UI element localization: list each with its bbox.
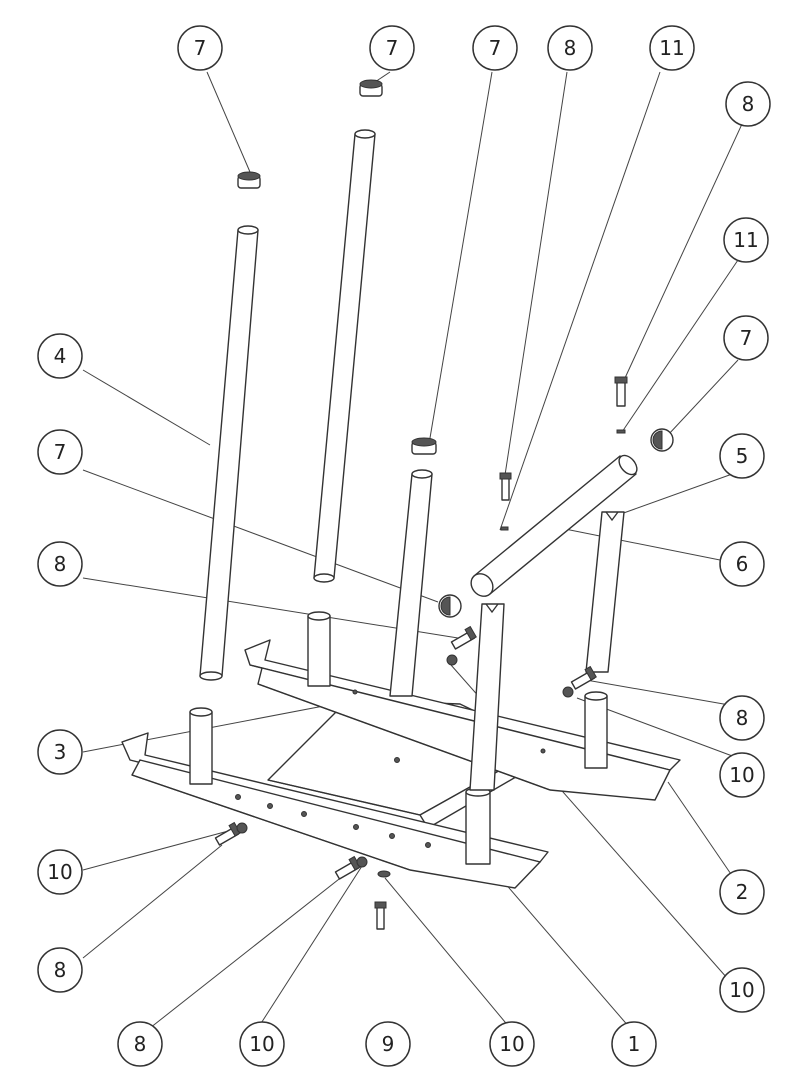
- callout-number: 2: [736, 880, 749, 904]
- parts: [121, 79, 681, 930]
- washer-left: [446, 654, 458, 666]
- callout-bubble: 8: [725, 81, 771, 127]
- bolt-left-horizontal: [450, 625, 477, 650]
- callout-bubble: 10: [37, 849, 83, 895]
- bolt-front-middle: [334, 855, 361, 880]
- callout-number: 1: [628, 1032, 641, 1056]
- callout-bubble: 7: [369, 25, 415, 71]
- callout-bubble: 1: [611, 1021, 657, 1067]
- rear-stub-left: [307, 611, 331, 687]
- callout-number: 11: [659, 36, 684, 60]
- upright-tube-rear: [313, 129, 376, 583]
- callouts: 7 7 7 8 11 8 11 7 4 5 7 6 8 8 3 10 10 2 …: [37, 25, 771, 1067]
- callout-bubble: 8: [547, 25, 593, 71]
- callout-bubble: 9: [365, 1021, 411, 1067]
- cap-top-rear: [359, 79, 383, 97]
- callout-bubble: 10: [719, 967, 765, 1013]
- nut-bottom: [377, 870, 391, 878]
- nut-middle: [500, 526, 509, 531]
- callout-number: 8: [742, 92, 755, 116]
- upright-tube-right: [585, 511, 625, 673]
- callout-bubble: 7: [37, 429, 83, 475]
- callout-number: 3: [54, 740, 67, 764]
- cap-ball-left: [438, 594, 462, 618]
- callout-number: 10: [47, 860, 72, 884]
- cross-tube: [470, 454, 638, 597]
- washer-right: [562, 686, 574, 698]
- nut-top-right: [616, 429, 626, 434]
- bolt-middle: [499, 472, 512, 501]
- upright-tube-front: [469, 603, 505, 791]
- callout-bubble: 3: [37, 729, 83, 775]
- callout-number: 5: [736, 444, 749, 468]
- callout-bubble: 7: [723, 315, 769, 361]
- callout-number: 9: [382, 1032, 395, 1056]
- rear-stub-right: [584, 691, 608, 769]
- callout-number: 7: [386, 36, 399, 60]
- callout-bubble: 10: [719, 752, 765, 798]
- bolt-front-left: [214, 821, 241, 846]
- plate-hole: [394, 757, 400, 763]
- callout-bubble: 7: [177, 25, 223, 71]
- front-stub-left: [189, 707, 213, 785]
- callout-number: 7: [740, 326, 753, 350]
- upright-tube-middle: [389, 469, 433, 697]
- bolt-top-right: [614, 376, 628, 407]
- bolt-bottom-vertical: [374, 901, 387, 930]
- callout-number: 7: [194, 36, 207, 60]
- callout-number: 8: [736, 706, 749, 730]
- callout-bubble: 8: [719, 695, 765, 741]
- callout-bubble: 6: [719, 541, 765, 587]
- callout-number: 8: [54, 552, 67, 576]
- callout-bubble: 5: [719, 433, 765, 479]
- leader-lines: [82, 71, 743, 1029]
- callout-number: 6: [736, 552, 749, 576]
- cap-ball-right: [650, 428, 674, 452]
- callout-number: 8: [54, 958, 67, 982]
- bolt-right-horizontal: [570, 665, 597, 690]
- callout-number: 8: [564, 36, 577, 60]
- callout-bubble: 11: [723, 217, 769, 263]
- callout-number: 10: [729, 763, 754, 787]
- callout-bubble: 8: [37, 947, 83, 993]
- upright-tube-left: [199, 225, 259, 681]
- callout-number: 10: [729, 978, 754, 1002]
- callout-bubble: 7: [472, 25, 518, 71]
- callout-bubble: 11: [649, 25, 695, 71]
- callout-bubble: 8: [37, 541, 83, 587]
- cap-top-left: [237, 171, 261, 189]
- front-stub-right: [465, 787, 491, 865]
- washer-front-middle: [356, 856, 368, 868]
- callout-number: 10: [249, 1032, 274, 1056]
- rear-rail: [244, 639, 681, 801]
- callout-bubble: 10: [489, 1021, 535, 1067]
- washer-front-left: [236, 822, 248, 834]
- callout-number: 4: [54, 344, 67, 368]
- cap-middle: [411, 437, 437, 455]
- callout-number: 10: [499, 1032, 524, 1056]
- callout-number: 11: [733, 228, 758, 252]
- callout-number: 7: [54, 440, 67, 464]
- callout-number: 7: [489, 36, 502, 60]
- callout-bubble: 2: [719, 869, 765, 915]
- callout-number: 8: [134, 1032, 147, 1056]
- callout-bubble: 4: [37, 333, 83, 379]
- callout-bubble: 10: [239, 1021, 285, 1067]
- callout-bubble: 8: [117, 1021, 163, 1067]
